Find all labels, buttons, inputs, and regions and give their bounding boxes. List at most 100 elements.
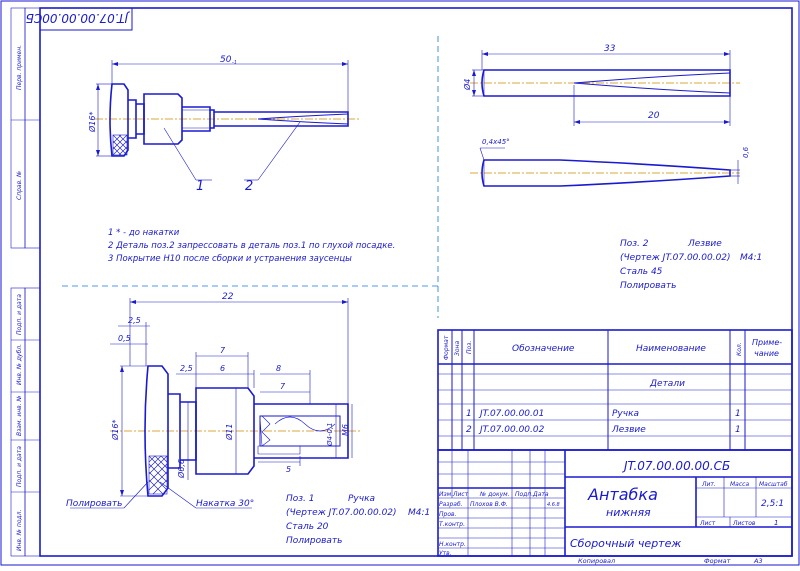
blade-view-top bbox=[470, 50, 740, 126]
title-sheets-value: 1 bbox=[774, 519, 778, 527]
view2-handle bbox=[70, 298, 360, 509]
view2-dim-dia16: Ø16* bbox=[110, 420, 120, 441]
view2-dim-22: 22 bbox=[222, 292, 234, 302]
spec-header-name: Наименование bbox=[636, 344, 706, 354]
title-row-utv: Утв. bbox=[439, 550, 452, 557]
view1-dim-length-tol: -1 bbox=[232, 60, 237, 66]
blade-dim-33: 33 bbox=[604, 44, 616, 54]
part2-material: Сталь 45 bbox=[620, 267, 663, 277]
view2-dim-dia6-6: Ø6,6 bbox=[176, 459, 186, 479]
title-doc-type: Сборочный чертеж bbox=[570, 537, 681, 550]
spec-header-note: Приме-чание bbox=[752, 338, 782, 358]
view2-dim-8: 8 bbox=[276, 364, 281, 373]
title-razrab-name: Плохов В.Ф. bbox=[470, 501, 508, 508]
title-doc-code: JT.07.00.00.00.СБ bbox=[622, 459, 730, 473]
title-col-izm: Изм. bbox=[439, 491, 453, 498]
spec-header-format: Формат bbox=[443, 335, 450, 360]
part2-ref: (Чертеж JT.07.00.00.02) bbox=[620, 253, 731, 263]
margin-sprav-no: Справ. № bbox=[16, 171, 23, 200]
footer-format-label: Формат bbox=[704, 557, 731, 565]
spec-header-pos: Поз. bbox=[466, 341, 473, 354]
title-scale-label: Масштаб bbox=[759, 481, 788, 488]
part2-mass: М4:1 bbox=[740, 253, 762, 263]
title-lit-label: Лит. bbox=[701, 481, 716, 488]
view2-knurl bbox=[148, 455, 168, 495]
view1-dim-dia: Ø16* bbox=[87, 112, 97, 133]
view2-dim-0-5: 0,5 bbox=[118, 334, 131, 343]
title-row-prov: Пров. bbox=[439, 511, 457, 518]
view1-callout-1: 1 bbox=[196, 179, 204, 194]
title-block-grid bbox=[437, 449, 793, 557]
margin-perv-primen: Перв. примен. bbox=[16, 45, 23, 90]
margin-vzam-inv: Взам. инв. № bbox=[16, 395, 23, 436]
part1-pos: Поз. 1 bbox=[286, 494, 315, 504]
note-2: 2 Деталь поз.2 запрессовать в деталь поз… bbox=[108, 241, 395, 251]
title-col-podp: Подп. bbox=[515, 491, 533, 498]
title-row-tkontr: Т.контр. bbox=[439, 521, 465, 528]
footer-kopiroval: Копировал bbox=[578, 557, 615, 565]
title-razrab-date: 4.6.8 bbox=[547, 502, 560, 508]
title-row-razrab: Разраб. bbox=[439, 501, 463, 508]
blade-view-side bbox=[470, 147, 740, 187]
view2-dim-6: 6 bbox=[220, 364, 225, 373]
view2-dim-7a: 7 bbox=[220, 346, 226, 355]
part1-mass: М4:1 bbox=[408, 508, 430, 518]
title-col-data: Дата bbox=[532, 491, 549, 498]
view1-dim-length: 50 bbox=[220, 55, 232, 65]
part2-finish: Полировать bbox=[620, 281, 676, 291]
margin-inv-podl: Инв. № подл. bbox=[16, 510, 23, 551]
view2-dim-7b: 7 bbox=[280, 382, 286, 391]
title-line1: Антабка bbox=[587, 485, 658, 504]
footer-format-value: А3 bbox=[753, 557, 763, 565]
spec-row-1-pos: 1 bbox=[466, 409, 472, 419]
title-sheets-label: Листов bbox=[732, 520, 756, 527]
view2-label-knurl: Накатка 30° bbox=[196, 499, 254, 509]
spec-row-1-name: Ручка bbox=[612, 409, 639, 419]
blade-dim-06: 0,6 bbox=[742, 146, 750, 158]
title-scale-value: 2,5:1 bbox=[761, 499, 784, 509]
part1-name: Ручка bbox=[348, 494, 375, 504]
view1-callout-2: 2 bbox=[245, 179, 253, 194]
title-mass-label: Масса bbox=[730, 481, 749, 488]
view2-dim-dia11: Ø11 bbox=[224, 424, 234, 441]
spec-row-2-pos: 2 bbox=[466, 425, 472, 435]
spec-row-2-designation: JT.07.00.00.02 bbox=[478, 425, 545, 435]
margin-inv-dubl: Инв. № дубл. bbox=[16, 344, 23, 385]
spec-row-1-qty: 1 bbox=[735, 409, 741, 419]
view1-assembly bbox=[95, 60, 360, 181]
view2-dim-5: 5 bbox=[286, 465, 291, 474]
view2-dim-2-5b: 2,5 bbox=[180, 364, 193, 373]
title-row-nkontr: Н.контр. bbox=[439, 541, 466, 548]
view2-dim-2-5a: 2,5 bbox=[128, 316, 141, 325]
part2-pos: Поз. 2 bbox=[620, 239, 649, 249]
part1-finish: Полировать bbox=[286, 536, 342, 546]
view1-knurl bbox=[112, 134, 128, 156]
part1-ref: (Чертеж JT.07.00.00.02) bbox=[286, 508, 397, 518]
part1-material: Сталь 20 bbox=[286, 522, 329, 532]
margin-podp-data-1: Подп. и дата bbox=[16, 294, 23, 335]
view2-dim-dia4: Ø4-0,1 bbox=[326, 422, 334, 447]
note-1: 1 * - до накатки bbox=[108, 228, 180, 238]
left-margin-strips: Перв. примен. Справ. № Подп. и дата Инв.… bbox=[10, 7, 41, 557]
spec-header-qty: Кол. bbox=[736, 342, 743, 356]
part2-name: Лезвие bbox=[687, 239, 722, 249]
spec-row-2-name: Лезвие bbox=[611, 425, 646, 435]
title-col-doc: № докум. bbox=[479, 491, 510, 498]
rotated-code: JT.07.00.00.00СБ bbox=[26, 11, 130, 25]
view2-label-polish: Полировать bbox=[66, 499, 122, 509]
title-sheet-label: Лист bbox=[699, 520, 716, 527]
spec-header-zone: Зона bbox=[454, 341, 461, 356]
blade-dim-chamfer: 0,4x45° bbox=[482, 138, 510, 146]
blade-dim-20: 20 bbox=[648, 111, 660, 121]
blade-dim-dia4: Ø4 bbox=[462, 79, 472, 91]
view2-dim-m6: М6 bbox=[341, 424, 350, 436]
spec-header-designation: Обозначение bbox=[512, 344, 575, 354]
spec-section: Детали bbox=[649, 379, 685, 389]
rotated-code-box bbox=[39, 7, 133, 31]
inner-frame bbox=[39, 7, 793, 557]
margin-podp-data-2: Подп. и дата bbox=[16, 446, 23, 487]
spec-row-1-designation: JT.07.00.00.01 bbox=[478, 409, 544, 419]
